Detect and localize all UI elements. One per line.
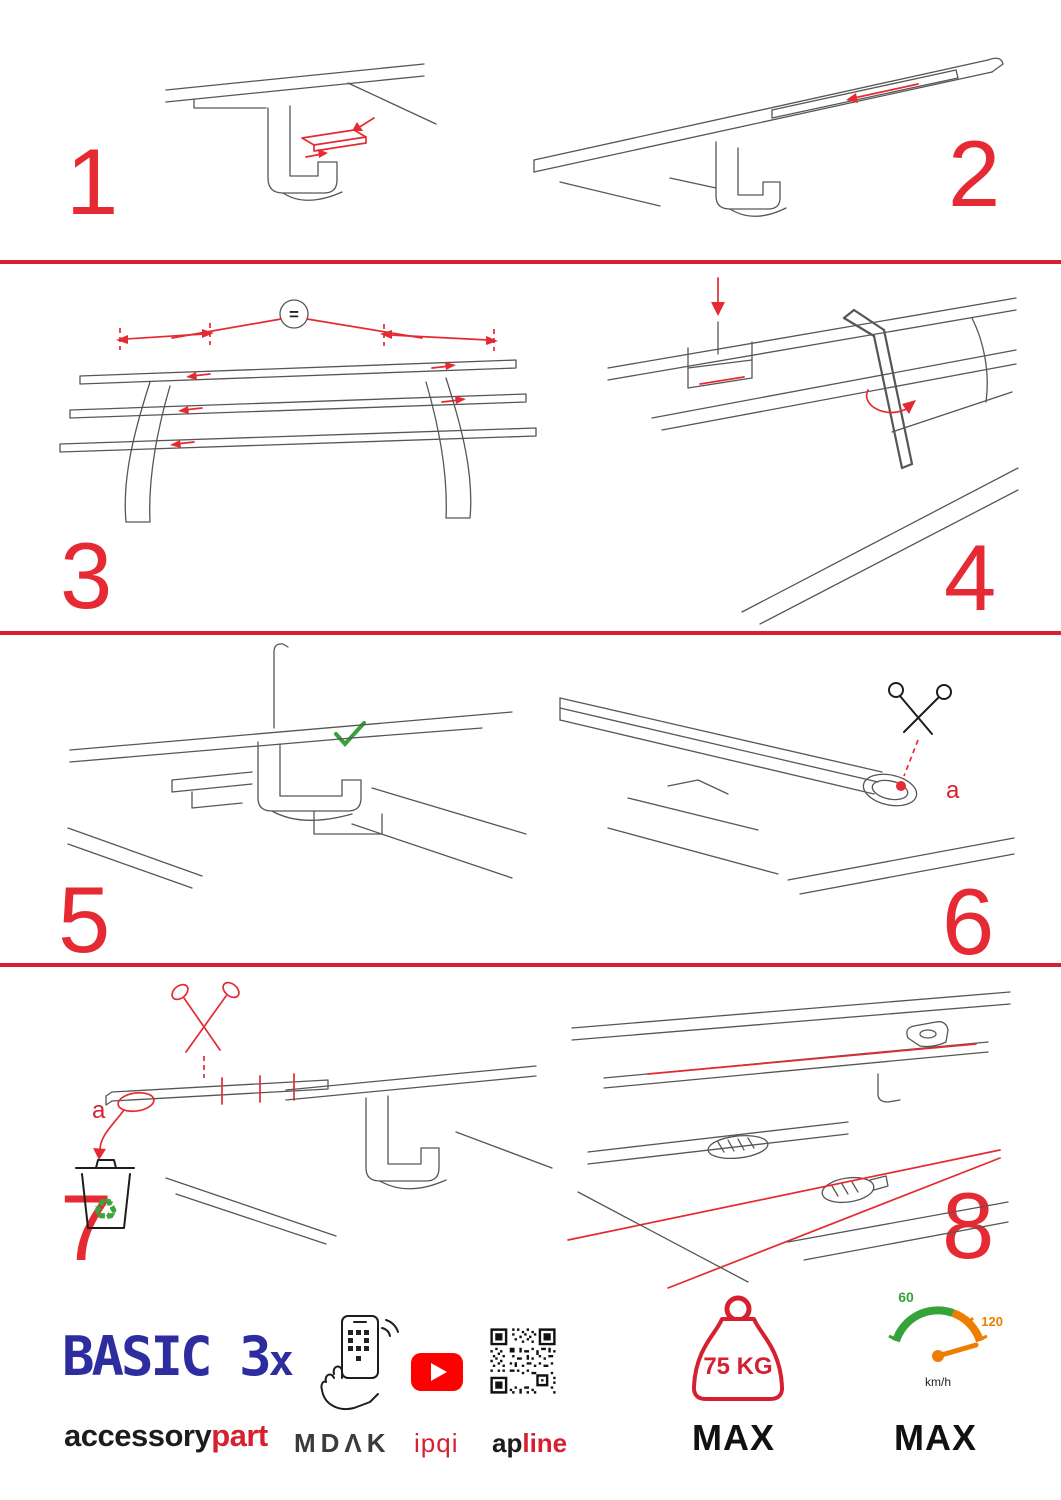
- scissors-icon: [888, 682, 952, 735]
- allen-key-icon: [842, 308, 914, 470]
- step-6-illustration: a: [559, 682, 1015, 895]
- product-logo: BASIC 3x: [62, 1330, 294, 1385]
- step-5-illustration: [67, 643, 527, 889]
- phone-scan-icon: [320, 1315, 399, 1410]
- clamp-bracket: [715, 141, 787, 217]
- step-7-illustration: a ♻: [75, 981, 553, 1245]
- needle: [935, 1342, 979, 1359]
- speed-max-label: MAX: [894, 1417, 977, 1458]
- weight-limit-icon: 75 KG: [691, 1295, 785, 1401]
- weight-value: 75 KG: [703, 1353, 772, 1380]
- step-8-number: 8: [942, 1173, 995, 1278]
- insert-plate: [301, 117, 375, 158]
- recycle-icon: ♻: [92, 1194, 119, 1227]
- product-name: BASIC 3: [62, 1325, 272, 1388]
- qr-code-icon: [490, 1328, 556, 1394]
- equal-spacing-label: =: [289, 305, 299, 324]
- clamp-bracket: [257, 741, 383, 835]
- brand-wordmark: accessorypart: [64, 1420, 268, 1451]
- speed-high-label: 120: [981, 1314, 1003, 1329]
- apline-black: ap: [492, 1428, 523, 1458]
- cross-bars: [59, 359, 537, 453]
- weight-max-label: MAX: [692, 1417, 775, 1458]
- apline-red: line: [522, 1428, 568, 1458]
- strap-handle: [906, 1021, 949, 1048]
- dimension-left: [116, 323, 214, 350]
- step-3-illustration: =: [59, 299, 537, 523]
- step-8-illustration: [567, 991, 1011, 1289]
- t-bolt-plate: [707, 1134, 769, 1160]
- roof-feet: [124, 377, 472, 523]
- apline-logo: apline: [492, 1430, 567, 1456]
- section-divider: [0, 963, 1061, 967]
- step-4-number: 4: [944, 525, 997, 630]
- step-2-number: 2: [948, 121, 1001, 226]
- step-6-number: 6: [942, 869, 995, 974]
- speed-limit-icon: 60 120 km/h: [888, 1289, 1003, 1389]
- youtube-icon: [411, 1353, 463, 1391]
- cover-strip: [771, 69, 959, 119]
- cut-point-label: a: [946, 777, 960, 804]
- section-divider: [0, 260, 1061, 264]
- step-4-illustration: [607, 277, 1019, 625]
- step-2-illustration: [533, 57, 1004, 217]
- t-bolt-plate: [821, 1175, 889, 1204]
- step-1-illustration: [165, 63, 437, 201]
- check-icon: [334, 721, 366, 747]
- rubber-strip: [105, 1073, 329, 1106]
- mounting-bracket: [687, 341, 753, 389]
- product-quantity: x: [268, 1336, 294, 1385]
- scissors-icon: [171, 981, 240, 1053]
- step-5-number: 5: [58, 867, 111, 972]
- brand-black: accessory: [64, 1418, 212, 1453]
- speed-low-label: 60: [898, 1289, 914, 1305]
- cut-piece-label: a: [92, 1097, 106, 1124]
- ipqi-logo: ipqi: [414, 1428, 459, 1458]
- step-3-number: 3: [60, 523, 113, 628]
- brand-red: part: [211, 1418, 268, 1453]
- hand-icon: [320, 1365, 379, 1410]
- mdak-logo: MDΛK: [294, 1428, 391, 1458]
- trash-icon: [75, 1159, 135, 1229]
- speed-unit-label: km/h: [925, 1375, 951, 1389]
- section-divider: [0, 631, 1061, 635]
- step-1-number: 1: [66, 129, 119, 234]
- clamp-bracket: [365, 1095, 447, 1190]
- dimension-right: [380, 324, 498, 351]
- phone-qr-pattern: [348, 1330, 369, 1361]
- clamp-bracket: [267, 105, 343, 201]
